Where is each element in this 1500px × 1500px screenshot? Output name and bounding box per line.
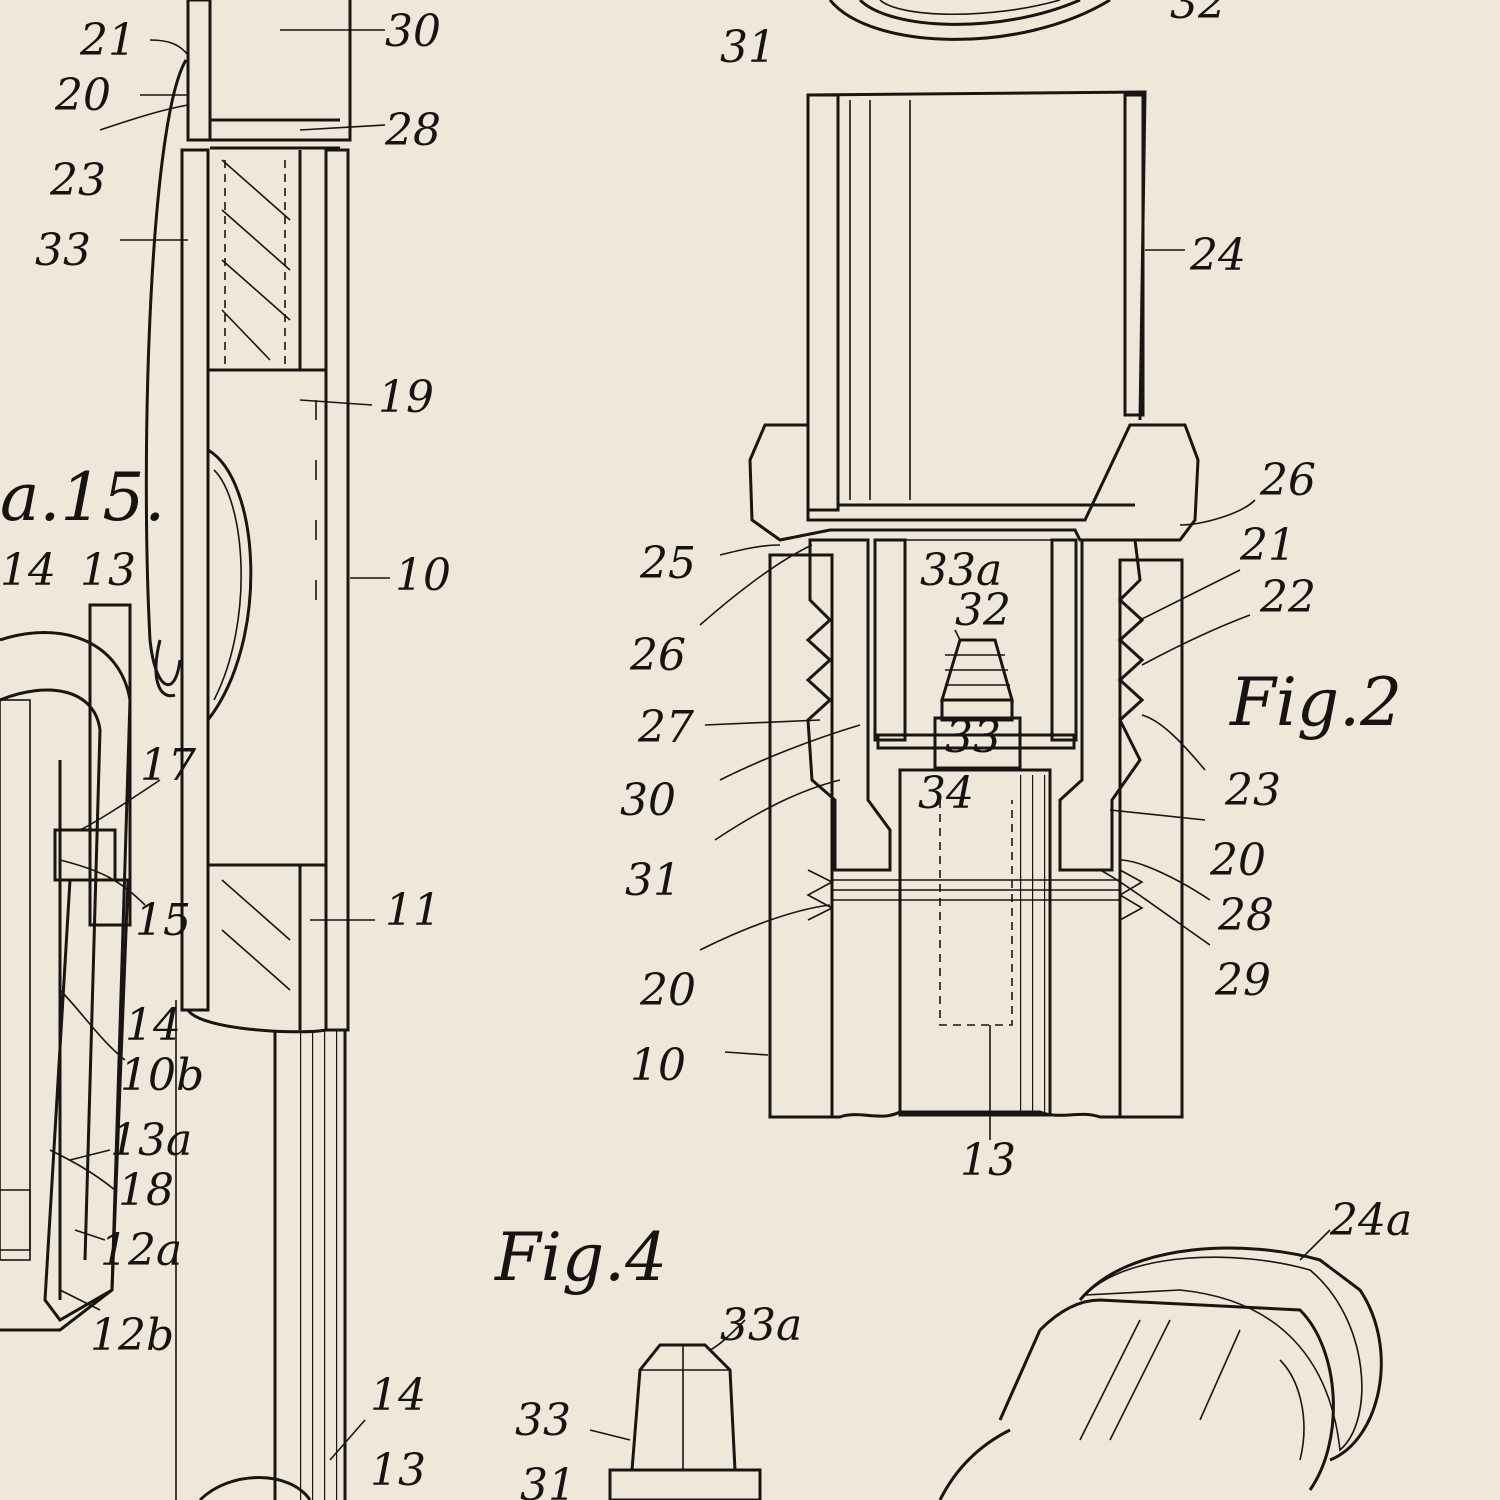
barrel-section-right <box>1118 558 1184 1119</box>
label-20: 20 <box>54 70 111 121</box>
fig2-label-34: 34 <box>918 768 974 819</box>
fig4-label-33: 33 <box>515 1395 571 1446</box>
fig15-label-17: 17 <box>140 740 196 791</box>
label-14: 14 <box>370 1370 426 1421</box>
fig2-label-20a: 20 <box>1209 835 1266 886</box>
fig15-label-12a: 12a <box>100 1225 182 1276</box>
fig15-label-14b: 14 <box>125 1000 181 1051</box>
fig15-label-13a: 13a <box>110 1115 192 1166</box>
left-pen-section <box>144 0 352 1500</box>
fig2-label-30: 30 <box>620 775 676 826</box>
fig2-label-26b: 26 <box>629 630 686 681</box>
fig2-label-26a: 26 <box>1259 455 1316 506</box>
label-23: 23 <box>49 155 106 206</box>
fig2-label-32: 32 <box>955 585 1011 636</box>
fig4-label-24a: 24a <box>1329 1195 1412 1246</box>
fig2-label-21: 21 <box>1239 520 1296 571</box>
fig15-label-18: 18 <box>118 1165 174 1216</box>
barrel-wall-right <box>324 148 350 1032</box>
fig2-section <box>748 90 1200 1119</box>
fig4-title: Fig.4 <box>494 1219 667 1296</box>
barrel-wall-left <box>180 148 210 1012</box>
barrel-section-left <box>768 553 834 1119</box>
label-30: 30 <box>385 6 441 57</box>
fig15-label-15: 15 <box>135 895 191 946</box>
fig15-title: a.15. <box>0 459 165 536</box>
label-10: 10 <box>395 550 451 601</box>
label-top-31: 31 <box>720 22 776 73</box>
fig2-label-27: 27 <box>637 702 694 753</box>
fig2-label-20b: 20 <box>639 965 696 1016</box>
label-top-32: 32 <box>1170 0 1226 29</box>
label-13: 13 <box>370 1445 426 1496</box>
cap-tube-wall-left <box>806 93 840 512</box>
fig2-label-25: 25 <box>639 538 696 589</box>
top-round-part <box>828 0 1111 41</box>
fig2-title: Fig.2 <box>1229 664 1402 741</box>
label-11: 11 <box>385 885 441 936</box>
fig15-label-13: 13 <box>80 545 136 596</box>
fig4-label-31: 31 <box>520 1460 576 1500</box>
fig2-label-23: 23 <box>1224 765 1281 816</box>
fig15-label-12b: 12b <box>90 1310 174 1361</box>
fig4-label-33a: 33a <box>720 1300 802 1351</box>
fig2-label-33: 33 <box>945 712 1001 763</box>
fig2-label-10: 10 <box>630 1040 686 1091</box>
fig2-label-33a: 33a <box>920 545 1002 596</box>
fig2-label-29: 29 <box>1214 955 1271 1006</box>
fig4-section <box>608 1246 1383 1500</box>
fig15-label-14: 14 <box>0 545 56 596</box>
part-labels: 30 21 20 28 23 33 19 10 11 14 13 a.15. 1… <box>0 0 1412 1500</box>
fig15-label-10b: 10b <box>120 1050 204 1101</box>
fig2-label-24: 24 <box>1189 230 1246 281</box>
label-33: 33 <box>35 225 91 276</box>
label-21: 21 <box>79 15 136 66</box>
fig2-label-31: 31 <box>625 855 681 906</box>
fig2-label-28: 28 <box>1217 890 1274 941</box>
fig2-label-22: 22 <box>1259 572 1316 623</box>
fig2-label-13: 13 <box>960 1135 1016 1186</box>
fig15-section <box>0 603 132 1332</box>
leader-lines <box>49 29 1331 1461</box>
label-19: 19 <box>378 372 434 423</box>
label-28: 28 <box>384 105 441 156</box>
